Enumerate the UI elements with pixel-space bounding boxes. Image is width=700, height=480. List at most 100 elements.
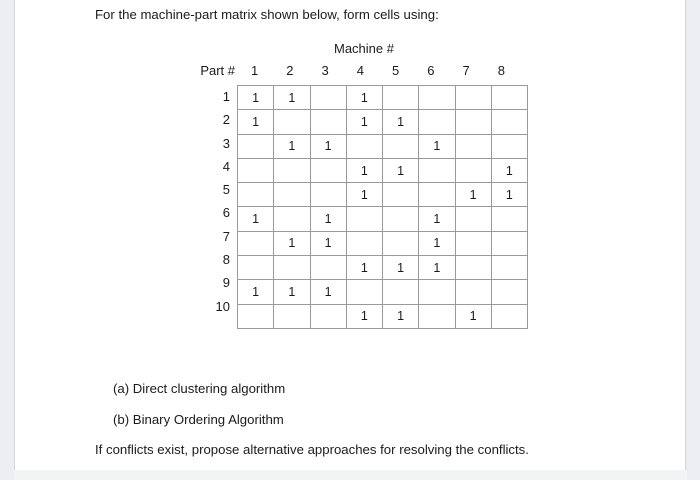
matrix-row: 1 1 1 (236, 206, 529, 232)
matrix-cell-p9-m7 (454, 279, 492, 305)
matrix-cell-p8-m2 (273, 255, 311, 281)
matrix-cell-p3-m6: 1 (418, 133, 456, 159)
matrix-cell-p2-m2 (273, 109, 311, 135)
document-page: For the machine-part matrix shown below,… (14, 0, 686, 470)
matrix-cell-p9-m5 (381, 279, 420, 305)
matrix-cell-p3-m3: 1 (309, 133, 347, 159)
matrix-cell-p10-m8 (490, 303, 529, 329)
part-row-label-3: 3 (222, 135, 230, 151)
matrix-cell-p1-m8 (490, 84, 529, 111)
matrix-cell-p3-m2: 1 (273, 133, 311, 159)
machine-column-group-title: Machine # (334, 41, 394, 56)
matrix-cell-p9-m4 (345, 279, 384, 305)
matrix-cell-p7-m2: 1 (273, 230, 311, 257)
matrix-cell-p5-m6 (418, 182, 456, 208)
matrix-cell-p7-m7 (454, 230, 492, 257)
part-row-label-10: 10 (215, 298, 230, 314)
matrix-cell-p4-m2 (273, 157, 311, 184)
machine-column-header-2: 2 (286, 63, 294, 78)
matrix-cell-p3-m7 (454, 133, 492, 159)
matrix-cell-p8-m3 (309, 255, 347, 281)
matrix-cell-p1-m2: 1 (273, 84, 311, 111)
question-prompt: For the machine-part matrix shown below,… (95, 7, 439, 22)
matrix-cell-p8-m1 (236, 255, 275, 281)
machine-column-header-5: 5 (392, 63, 400, 78)
matrix-cell-p10-m1 (236, 303, 275, 329)
matrix-cell-p5-m2 (273, 182, 311, 208)
matrix-cell-p3-m4 (345, 133, 384, 159)
matrix-cell-p6-m3: 1 (309, 206, 347, 232)
matrix-cell-p7-m6: 1 (418, 230, 456, 257)
matrix-cell-p6-m4 (345, 206, 384, 232)
machine-column-header-1: 1 (251, 63, 259, 78)
matrix-cell-p6-m7 (454, 206, 492, 232)
part-row-label-1: 1 (222, 89, 230, 104)
part-row-label-4: 4 (222, 158, 230, 174)
matrix-cell-p5-m7: 1 (454, 182, 492, 208)
matrix-cell-p3-m1 (236, 133, 275, 159)
part-row-label-8: 8 (222, 252, 230, 268)
matrix-cell-p8-m7 (454, 255, 492, 281)
matrix-cell-p8-m5: 1 (381, 255, 420, 281)
matrix-cell-p9-m2: 1 (273, 279, 311, 305)
part-row-label-5: 5 (222, 182, 230, 198)
matrix-cell-p8-m4: 1 (345, 255, 384, 281)
matrix-cell-p4-m8: 1 (490, 157, 529, 184)
matrix-cell-p5-m3 (309, 182, 347, 208)
matrix-cell-p9-m8 (490, 279, 529, 305)
matrix-cell-p6-m6: 1 (418, 206, 456, 232)
matrix-cell-p6-m1: 1 (236, 206, 275, 232)
matrix-cell-p3-m8 (490, 133, 529, 159)
matrix-cell-p7-m5 (381, 230, 420, 257)
matrix-cell-p7-m1 (236, 230, 275, 257)
matrix-cell-p1-m7 (454, 84, 492, 111)
matrix-cell-p10-m3 (309, 303, 347, 329)
machine-column-header-7: 7 (462, 63, 470, 78)
machine-column-header-3: 3 (321, 63, 329, 78)
part-row-label-9: 9 (222, 275, 230, 291)
matrix-cell-p6-m8 (490, 206, 529, 232)
matrix-cell-p9-m3: 1 (309, 279, 347, 305)
option-b: (b) Binary Ordering Algorithm (113, 412, 284, 427)
right-page-margin (687, 0, 700, 480)
matrix-cell-p5-m4: 1 (345, 182, 384, 208)
matrix-cell-p10-m4: 1 (345, 303, 384, 329)
machine-column-header-4: 4 (356, 63, 364, 78)
matrix-cell-p9-m1: 1 (236, 279, 275, 305)
matrix-cell-p2-m7 (454, 109, 492, 135)
matrix-cell-p2-m8 (490, 109, 529, 135)
matrix-cell-p1-m4: 1 (345, 84, 384, 111)
matrix-cell-p7-m3: 1 (309, 230, 347, 257)
matrix-cell-p4-m1 (236, 157, 275, 184)
matrix-cell-p1-m5 (381, 84, 420, 111)
machine-column-header-6: 6 (427, 63, 435, 78)
matrix-cell-p10-m7: 1 (454, 303, 492, 329)
matrix-cell-p5-m1 (236, 182, 275, 208)
matrix-cell-p3-m5 (381, 133, 420, 159)
matrix-cell-p10-m2 (273, 303, 311, 329)
matrix-cell-p4-m4: 1 (345, 157, 384, 184)
matrix-cell-p8-m8 (490, 255, 529, 281)
matrix-cell-p1-m6 (418, 84, 456, 111)
matrix-cell-p5-m5 (381, 182, 420, 208)
closing-note: If conflicts exist, propose alternative … (95, 442, 529, 457)
option-a: (a) Direct clustering algorithm (113, 381, 286, 396)
part-row-label-6: 6 (222, 205, 230, 221)
matrix-cell-p4-m5: 1 (381, 157, 420, 184)
matrix-cell-p5-m8: 1 (490, 182, 529, 208)
left-page-margin (0, 0, 14, 480)
matrix-cell-p6-m5 (381, 206, 420, 232)
machine-column-header-8: 8 (497, 63, 505, 78)
matrix-cell-p7-m4 (345, 230, 384, 257)
